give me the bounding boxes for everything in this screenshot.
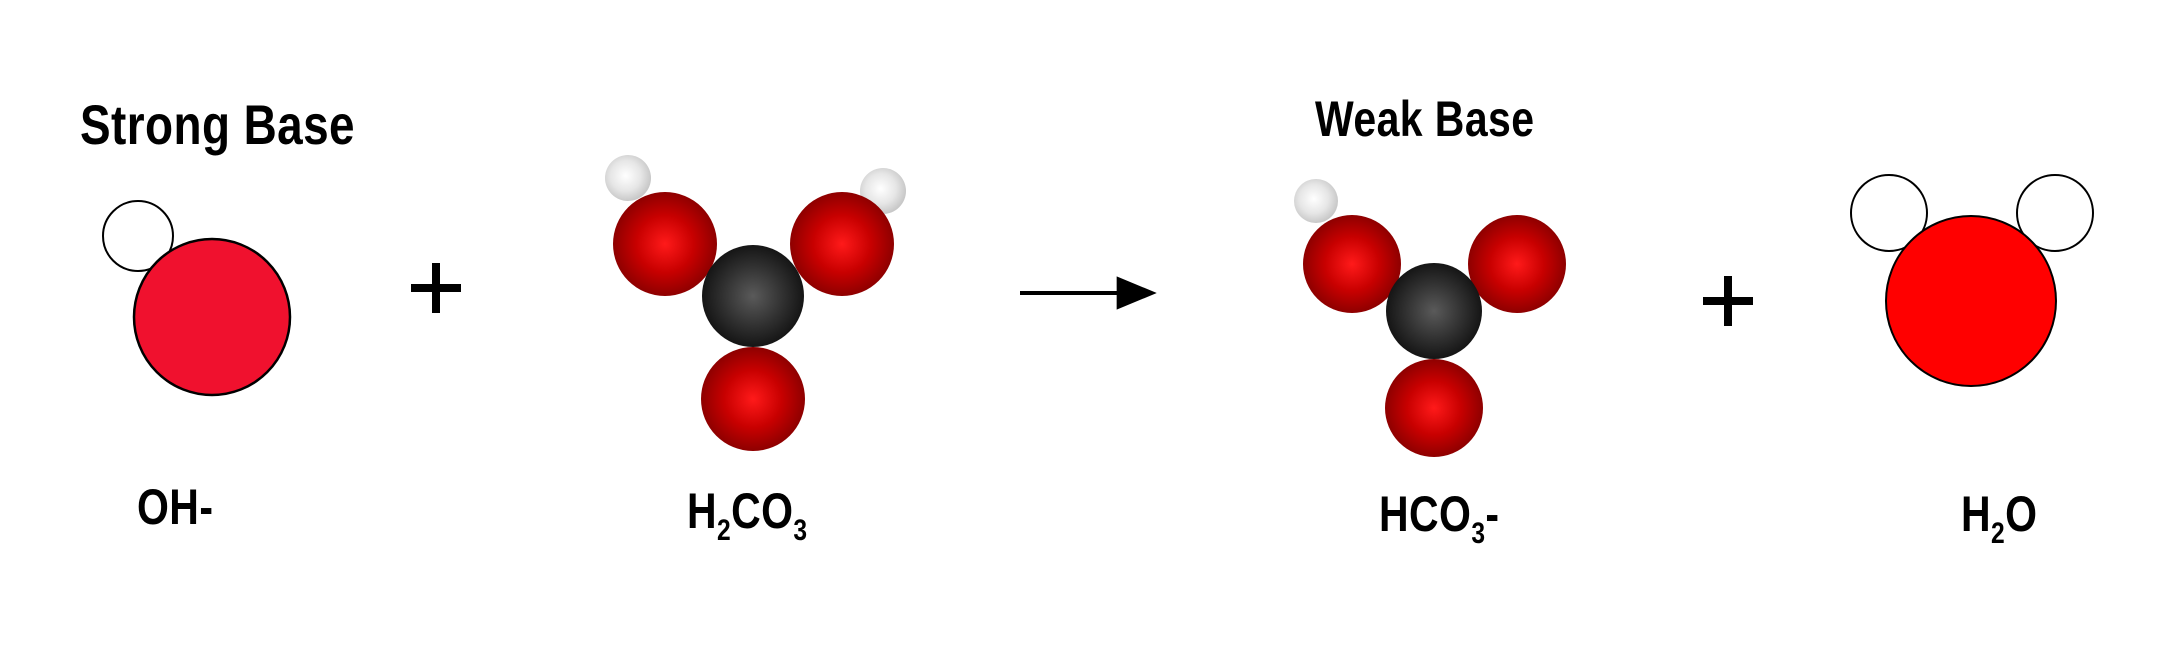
oxygen-atom <box>1385 359 1483 457</box>
plus-sign <box>411 263 461 313</box>
oxygen-atom <box>1303 215 1401 313</box>
hydroxide-molecule <box>102 200 292 397</box>
carbonic-acid-formula: H2CO3 <box>687 482 808 546</box>
formula-charge: - <box>1485 486 1500 542</box>
formula-subscript: 2 <box>1991 517 2006 550</box>
formula-part: HCO <box>1379 486 1472 542</box>
hydrogen-atom <box>1850 174 1928 252</box>
oxygen-atom <box>790 192 894 296</box>
formula-part: CO <box>731 483 794 539</box>
plus-sign <box>1703 276 1753 326</box>
bicarbonate-molecule <box>1294 179 1566 457</box>
bicarbonate-formula: HCO3- <box>1379 485 1500 549</box>
hydroxide-formula: OH- <box>137 479 214 535</box>
water-molecule <box>1850 174 2094 387</box>
oxygen-atom <box>701 347 805 451</box>
carbon-atom <box>1386 263 1482 359</box>
formula-subscript: 3 <box>1471 517 1486 550</box>
formula-part: H <box>1961 486 1992 542</box>
oxygen-atom <box>1468 215 1566 313</box>
hydrogen-atom <box>1294 179 1338 223</box>
weak-base-heading: Weak Base <box>1315 91 1535 147</box>
formula-part: O <box>2005 486 2038 542</box>
hydrogen-atom <box>605 155 651 201</box>
oxygen-atom <box>1885 215 2057 387</box>
formula-subscript: 3 <box>793 514 808 547</box>
oxygen-atom <box>132 237 292 397</box>
carbon-atom <box>702 245 804 347</box>
hydrogen-atom <box>102 200 174 272</box>
carbonic-acid-molecule <box>605 155 906 451</box>
oxygen-atom <box>613 192 717 296</box>
formula-subscript: 2 <box>717 514 732 547</box>
formula-part: H <box>687 483 718 539</box>
hydrogen-atom <box>2016 174 2094 252</box>
strong-base-heading: Strong Base <box>80 93 355 156</box>
water-formula: H2O <box>1961 485 2038 549</box>
